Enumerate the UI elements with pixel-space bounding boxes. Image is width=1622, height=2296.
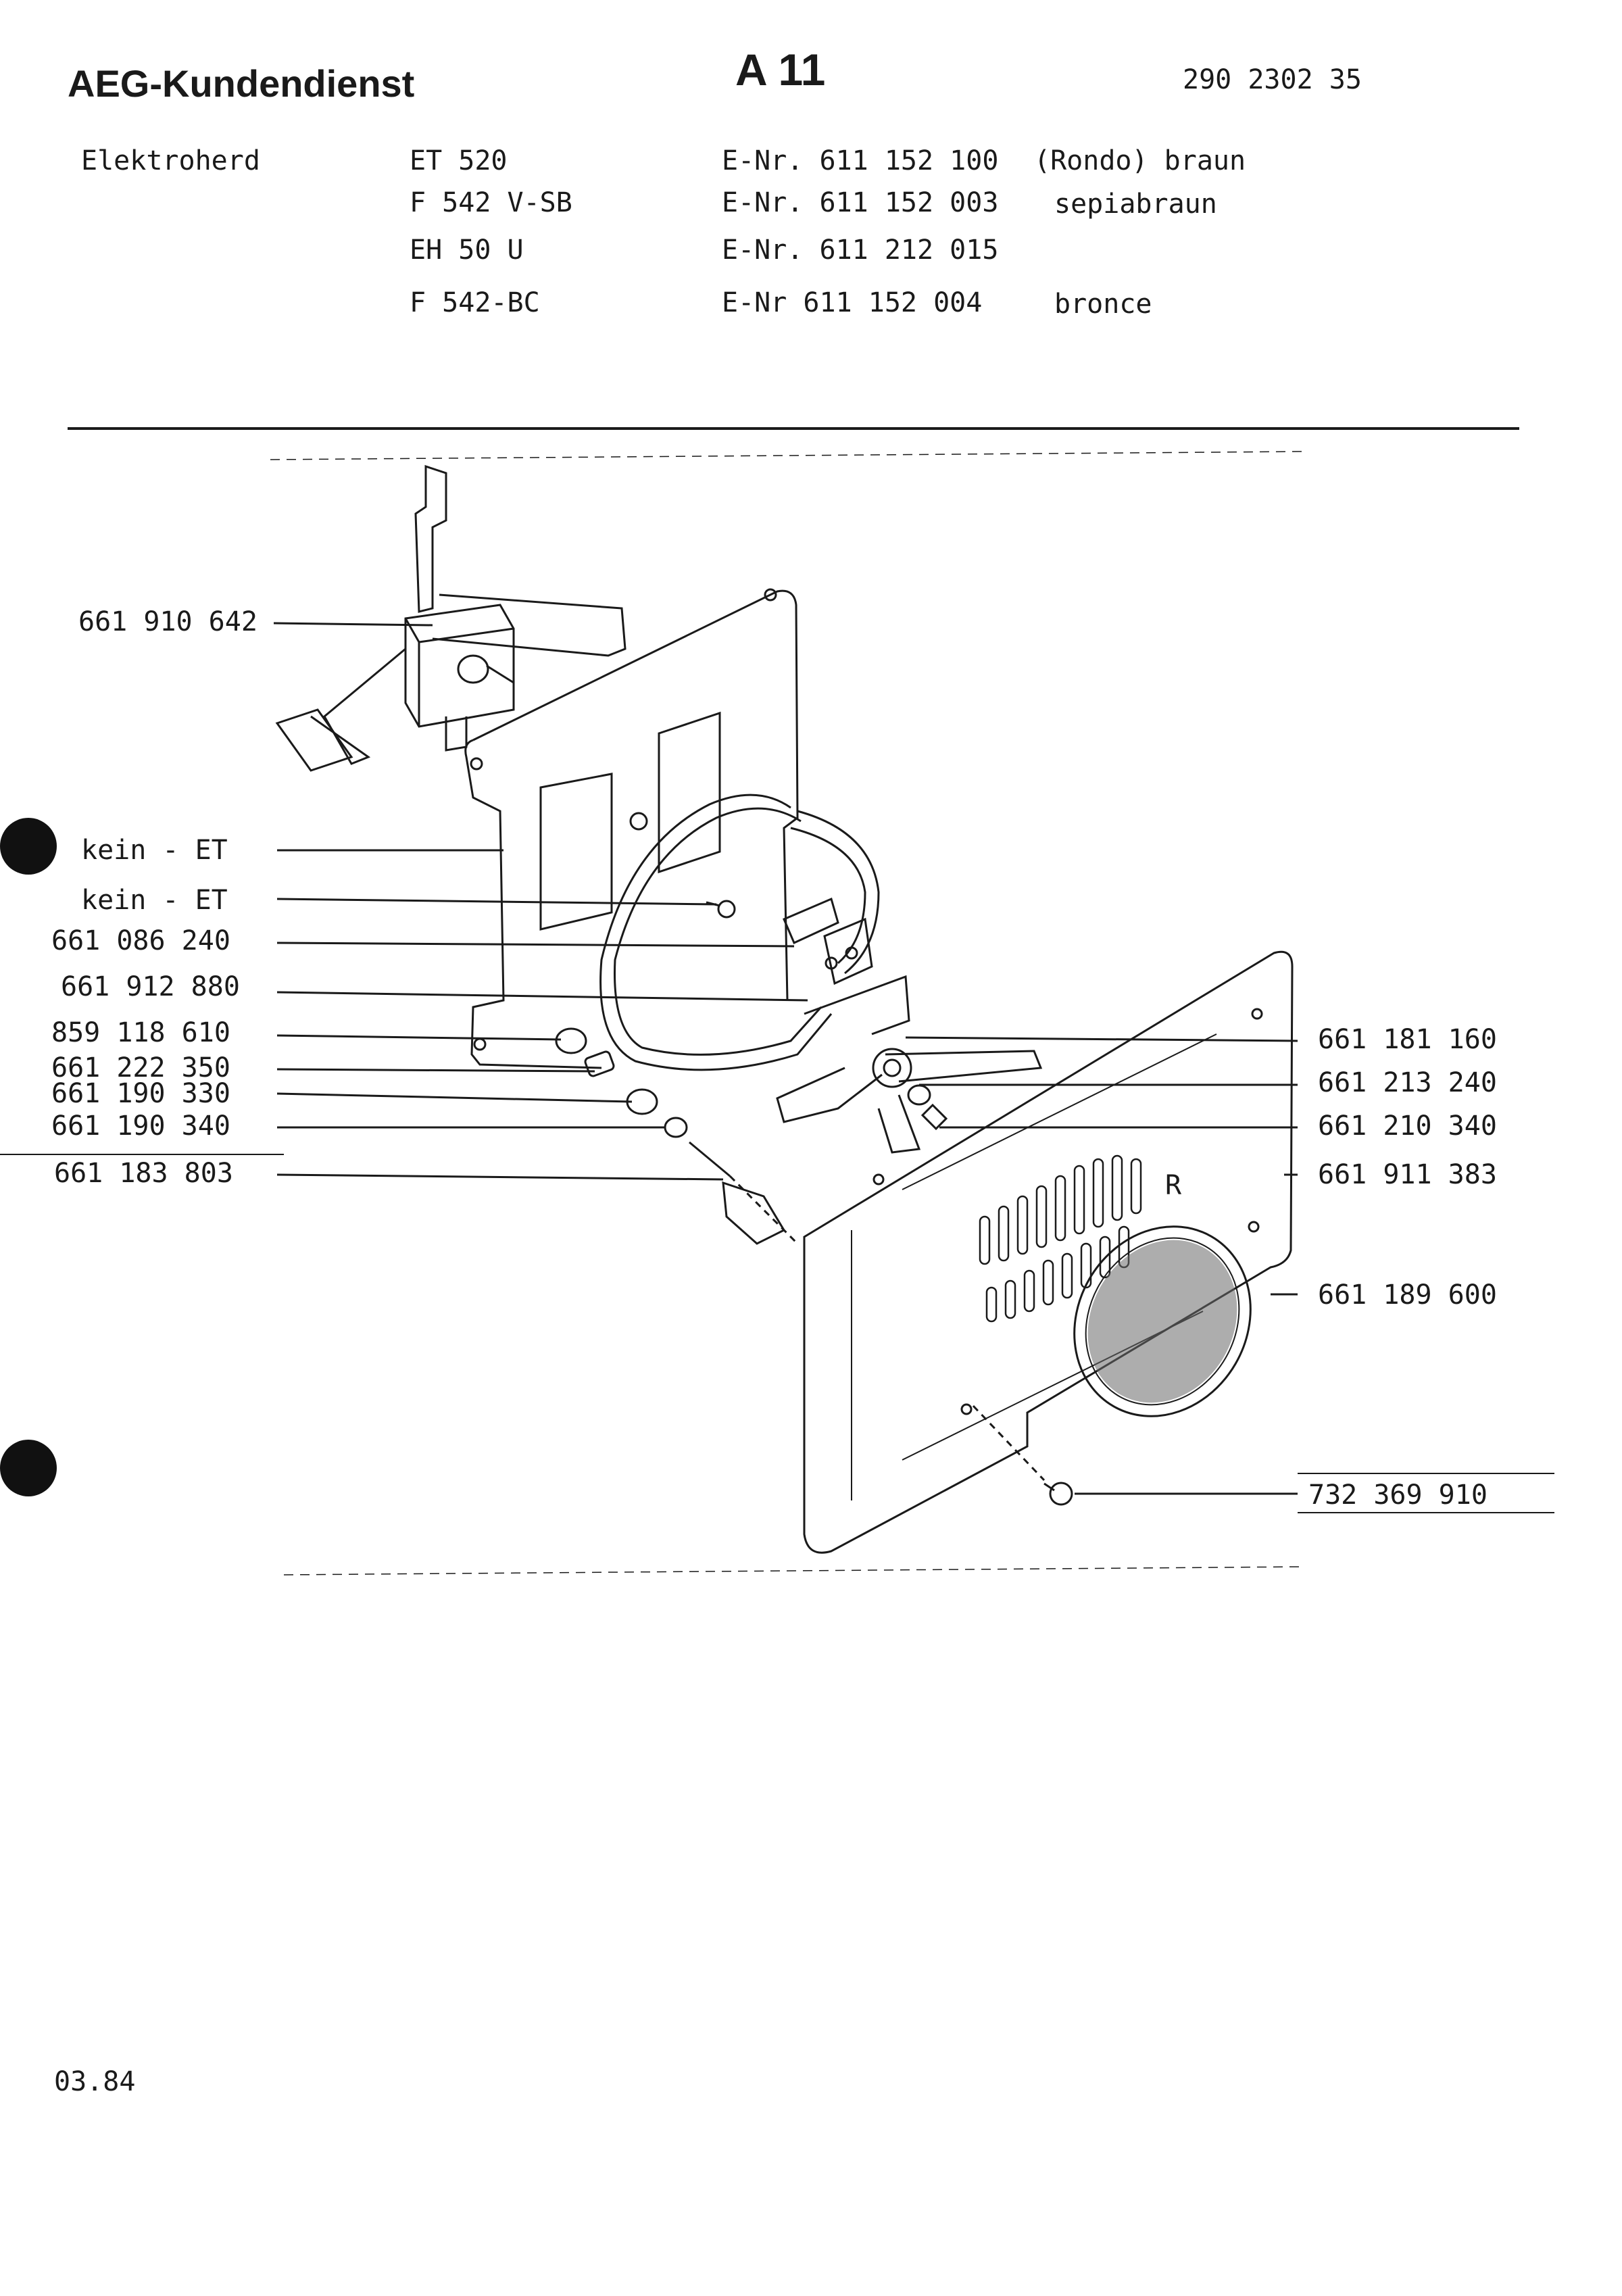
- part-number: 732 369 910: [1308, 1480, 1488, 1511]
- part-number: kein - ET: [81, 835, 228, 866]
- model-color: (Rondo) braun: [1034, 145, 1246, 176]
- e-number: E-Nr. 611 212 015: [722, 235, 999, 266]
- part-number: 661 086 240: [51, 925, 230, 956]
- document-number: 290 2302 35: [1183, 64, 1362, 95]
- company-title: AEG-Kundendienst: [68, 62, 415, 105]
- part-number: 661 912 880: [61, 971, 240, 1002]
- part-number: 661 183 803: [54, 1158, 233, 1189]
- e-number: E-Nr. 611 152 003: [722, 187, 999, 218]
- print-date: 03.84: [54, 2066, 136, 2097]
- part-number: 661 213 240: [1318, 1067, 1497, 1098]
- part-number: 661 910 642: [78, 606, 257, 637]
- page-code: A 11: [735, 45, 826, 95]
- punch-hole-bottom: [0, 1440, 57, 1496]
- diagram-side-label: R: [1165, 1170, 1182, 1201]
- part-number: 661 210 340: [1318, 1110, 1497, 1142]
- model-code: EH 50 U: [410, 235, 524, 266]
- part-number: kein - ET: [81, 885, 228, 916]
- leader-lines: [0, 622, 1554, 1513]
- part-number: 661 181 160: [1318, 1024, 1497, 1055]
- product-type: Elektroherd: [81, 145, 260, 176]
- model-code: F 542 V-SB: [410, 187, 572, 218]
- model-code: ET 520: [410, 145, 508, 176]
- part-number: 661 222 350: [51, 1052, 230, 1083]
- part-number: 661 190 340: [51, 1110, 230, 1142]
- part-number: 661 190 330: [51, 1078, 230, 1109]
- header-divider: [68, 427, 1519, 430]
- e-number: E-Nr 611 152 004: [722, 287, 983, 318]
- e-number: E-Nr. 611 152 100: [722, 145, 999, 176]
- part-number: 661 189 600: [1318, 1279, 1497, 1311]
- model-color: sepiabraun: [1054, 189, 1217, 220]
- part-number: 661 911 383: [1318, 1159, 1497, 1190]
- part-number: 859 118 610: [51, 1017, 230, 1048]
- model-color: bronce: [1054, 289, 1152, 320]
- punch-hole-top: [0, 818, 57, 875]
- model-code: F 542-BC: [410, 287, 540, 318]
